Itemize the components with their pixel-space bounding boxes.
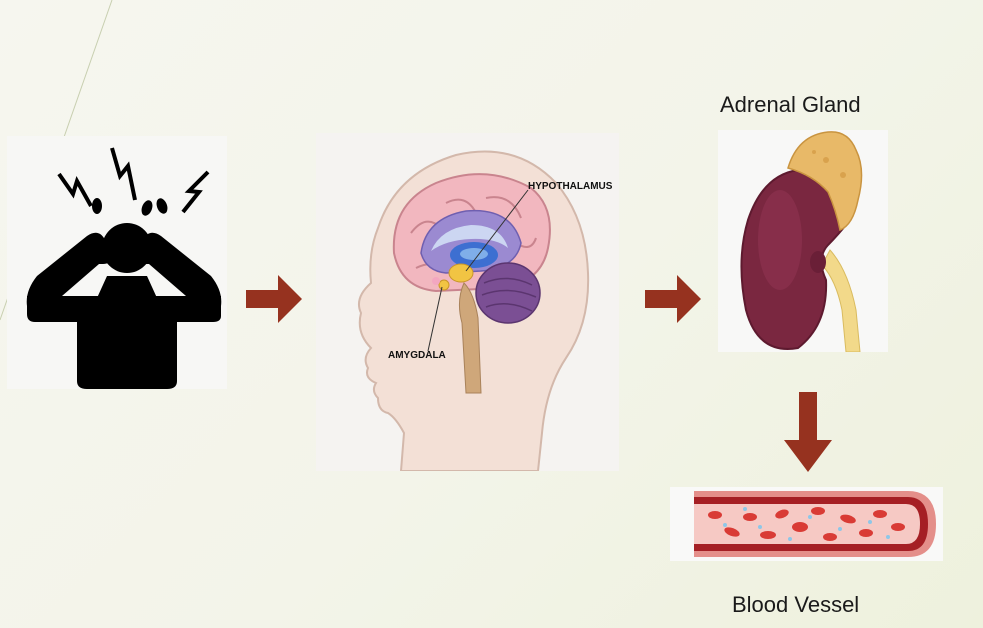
stressed-person-icon <box>7 136 227 389</box>
hypothalamus-label: HYPOTHALAMUS <box>528 181 613 192</box>
amygdala-label: AMYGDALA <box>388 350 446 361</box>
blood-vessel-image <box>670 487 943 561</box>
blood-vessel-panel <box>670 487 943 561</box>
adrenal-gland-title: Adrenal Gland <box>720 92 861 118</box>
stressed-person-panel <box>7 136 227 389</box>
adrenal-panel <box>718 130 888 352</box>
right-arrow-icon <box>645 275 703 323</box>
brain-panel: HYPOTHALAMUS AMYGDALA <box>316 133 619 471</box>
blood-vessel-title: Blood Vessel <box>732 592 859 618</box>
brain-diagram: HYPOTHALAMUS AMYGDALA <box>316 133 619 471</box>
right-arrow-icon <box>246 275 304 323</box>
down-arrow-icon <box>784 392 834 474</box>
kidney-adrenal-image <box>718 130 888 352</box>
